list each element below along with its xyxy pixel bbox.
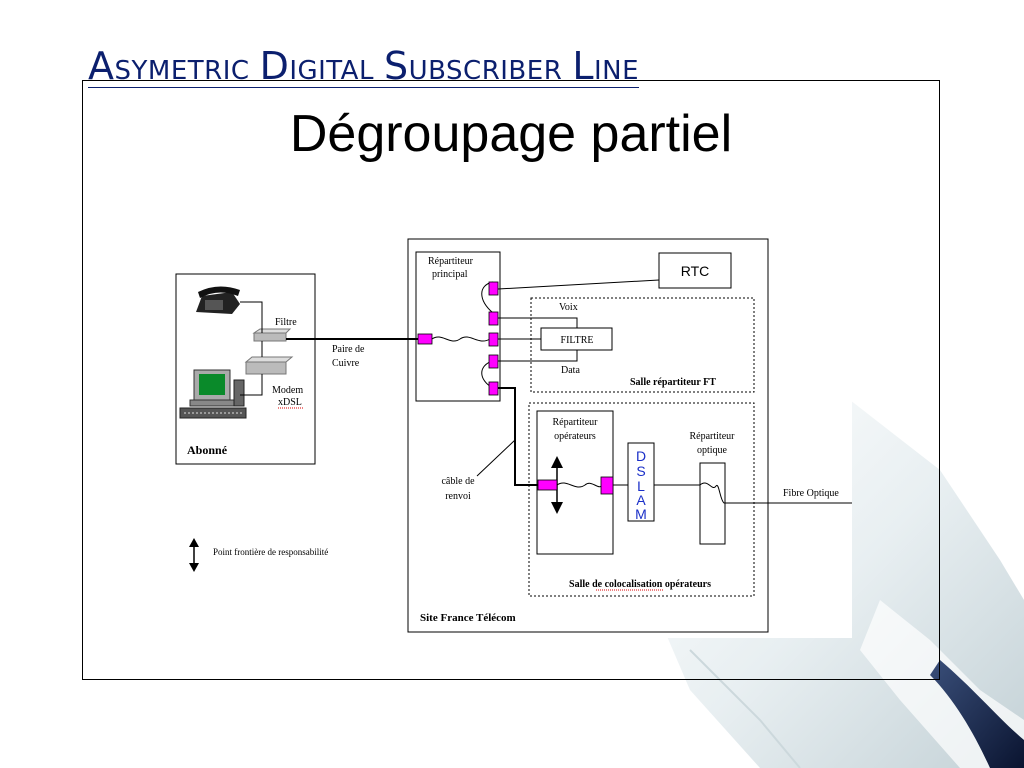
copper-pair-label-2: Cuivre	[332, 358, 360, 369]
main-distribution-box	[415, 251, 501, 402]
operator-distribution-label-2: opérateurs	[554, 431, 596, 442]
return-cable-label-1: câble de	[441, 476, 475, 487]
fiber-label: Fibre Optique	[783, 488, 839, 499]
phone-wire	[240, 301, 263, 333]
fiber-line	[654, 482, 852, 504]
connector	[488, 332, 499, 347]
content-frame	[82, 80, 940, 680]
telephone-icon	[196, 286, 240, 314]
voice-line	[498, 317, 578, 328]
return-cable-line	[498, 387, 538, 486]
modem-label: Modem	[272, 385, 303, 396]
dslam-letter: A	[636, 492, 646, 508]
voice-label: Voix	[559, 302, 578, 313]
connector	[488, 354, 499, 369]
slide-heading: Dégroupage partiel	[289, 105, 733, 163]
site-box	[407, 238, 769, 633]
optical-distribution-label-1: Répartiteur	[690, 431, 736, 442]
rtc-box	[658, 252, 732, 289]
connector	[488, 311, 499, 326]
connector	[488, 281, 499, 296]
title-word: LINE	[572, 44, 640, 88]
computer-icon	[179, 369, 247, 419]
connector	[417, 333, 433, 345]
filter-label: Filtre	[275, 317, 297, 328]
connector	[488, 381, 499, 396]
connector	[537, 479, 558, 491]
data-label: Data	[561, 365, 580, 376]
ft-room-box	[530, 297, 755, 393]
rtc-label: RTC	[681, 263, 710, 279]
main-distribution-label-2: principal	[432, 269, 468, 280]
diagram-background	[168, 232, 852, 638]
xdsl-label: xDSL	[278, 397, 302, 408]
operator-cross-connect	[556, 482, 604, 488]
data-line	[498, 350, 578, 362]
title-word: SUBSCRIBER	[384, 44, 563, 88]
site-label: Site France Télécom	[420, 612, 516, 624]
return-cable-label-2: renvoi	[445, 491, 471, 502]
slide-title: ASYMETRIC DIGITAL SUBSCRIBER LINE	[88, 44, 640, 88]
subscriber-box	[175, 273, 316, 465]
filter-device-icon	[252, 328, 292, 342]
optical-distribution-label-2: optique	[697, 445, 728, 456]
computer-wire	[240, 374, 263, 396]
title-word: ASYMETRIC	[88, 44, 250, 88]
rtc-line	[497, 279, 660, 290]
operator-distribution-label-1: Répartiteur	[553, 417, 599, 428]
subscriber-label: Abonné	[187, 443, 228, 457]
dslam-letter: L	[637, 478, 645, 494]
dslam-letter: D	[636, 448, 646, 464]
optical-distribution-box	[699, 462, 726, 545]
title-underline	[88, 87, 640, 88]
title-word: DIGITAL	[259, 44, 374, 88]
ft-filter-label: FILTRE	[561, 335, 594, 346]
legend-arrow-icon	[189, 538, 199, 572]
colocation-room-label: Salle de colocalisation opérateurs	[569, 579, 711, 590]
dslam-letter: M	[635, 506, 647, 522]
modem-device-icon	[244, 356, 294, 375]
colocation-room-box	[528, 402, 755, 597]
dslam-box	[627, 442, 655, 522]
return-cable-pointer	[476, 439, 516, 477]
cross-connect-wire	[431, 336, 491, 342]
copper-pair-label-1: Paire de	[332, 344, 365, 355]
dslam-letter: S	[636, 463, 645, 479]
main-distribution-label-1: Répartiteur	[428, 256, 474, 267]
legend-label: Point frontière de responsabilité	[213, 547, 328, 557]
connector	[600, 476, 614, 495]
ft-room-label: Salle répartiteur FT	[630, 377, 716, 388]
